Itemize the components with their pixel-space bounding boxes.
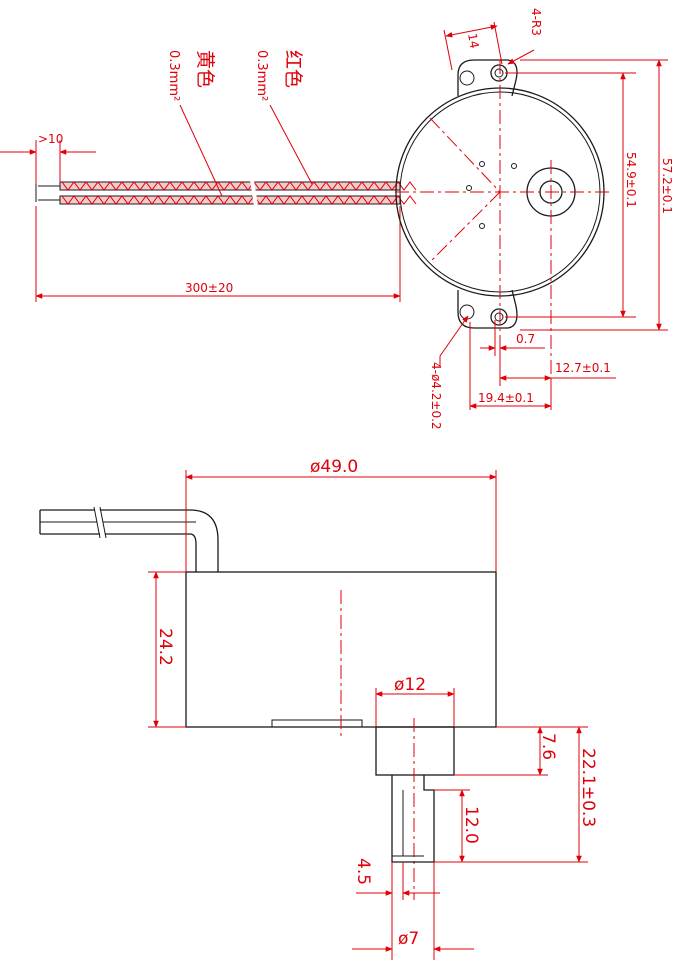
red-spec: 0.3mm² — [254, 50, 269, 101]
yellow-label: 黄色 — [194, 50, 216, 88]
dim-tab-radius: 4-R3 — [507, 8, 543, 65]
strip-text: >10 — [38, 132, 63, 146]
shaft-total-text: 22.1±0.3 — [578, 748, 598, 827]
dim-flat: 4.5 — [353, 858, 440, 960]
shaft-diameter-text: ø7 — [398, 929, 419, 949]
dim-shaft-total: 22.1±0.3 — [434, 726, 598, 863]
dim-shaft-offset: 12.7±0.1 — [499, 345, 616, 386]
dim-shaft-length: 12.0 — [434, 789, 481, 863]
dim-wire-length: 300±20 — [35, 206, 401, 302]
dim-body-diameter: ø49.0 — [185, 457, 497, 572]
dim-strip: >10 — [0, 132, 96, 184]
holes-text: 4-ø4.2±0.2 — [429, 362, 443, 430]
side-cable — [39, 504, 219, 572]
overall-height-text: 57.2±0.1 — [660, 158, 674, 214]
side-view: ø49.0 24.2 ø12 7.6 22.1±0.3 — [39, 457, 598, 960]
hole-span-text: 54.9±0.1 — [624, 152, 638, 208]
yellow-spec: 0.3mm² — [166, 50, 181, 101]
wire-length-text: 300±20 — [185, 281, 233, 295]
wire-label-red: 红色 0.3mm² — [254, 50, 313, 185]
tab-radius-text: 4-R3 — [529, 8, 543, 36]
dim-overall-height: 57.2±0.1 — [520, 59, 674, 331]
body-step — [271, 719, 363, 728]
red-label: 红色 — [282, 50, 304, 88]
boss-diameter-text: ø12 — [394, 675, 426, 695]
wire-bundle — [35, 179, 417, 207]
dim-boss-height: 7.6 — [454, 726, 558, 776]
output-boss — [375, 726, 455, 776]
dim-body-height: 24.2 — [148, 571, 186, 728]
dim-hole-offset: 19.4±0.1 — [469, 322, 552, 410]
motor-top — [395, 59, 610, 380]
tab-width-text: 14 — [465, 32, 481, 49]
offset-text: 0.7 — [516, 332, 535, 346]
dim-offset: 0.7 — [480, 320, 545, 356]
hole-offset-text: 19.4±0.1 — [478, 391, 534, 405]
flat-text: 4.5 — [353, 858, 373, 885]
shaft-length-text: 12.0 — [461, 806, 481, 844]
body-height-text: 24.2 — [155, 628, 175, 666]
dim-tab-width: 14 — [443, 21, 503, 71]
output-shaft — [391, 775, 435, 863]
top-view: 黄色 0.3mm² 红色 0.3mm² >10 300±20 — [0, 8, 674, 430]
dim-holes: 4-ø4.2±0.2 — [429, 315, 469, 430]
wire-label-yellow: 黄色 0.3mm² — [166, 50, 223, 197]
dim-shaft-diameter: ø7 — [352, 862, 474, 960]
body-diameter-text: ø49.0 — [310, 457, 358, 477]
boss-height-text: 7.6 — [538, 733, 558, 760]
dim-hole-span: 54.9±0.1 — [505, 72, 638, 318]
dim-boss-diameter: ø12 — [375, 675, 455, 727]
shaft-offset-text: 12.7±0.1 — [555, 361, 611, 375]
